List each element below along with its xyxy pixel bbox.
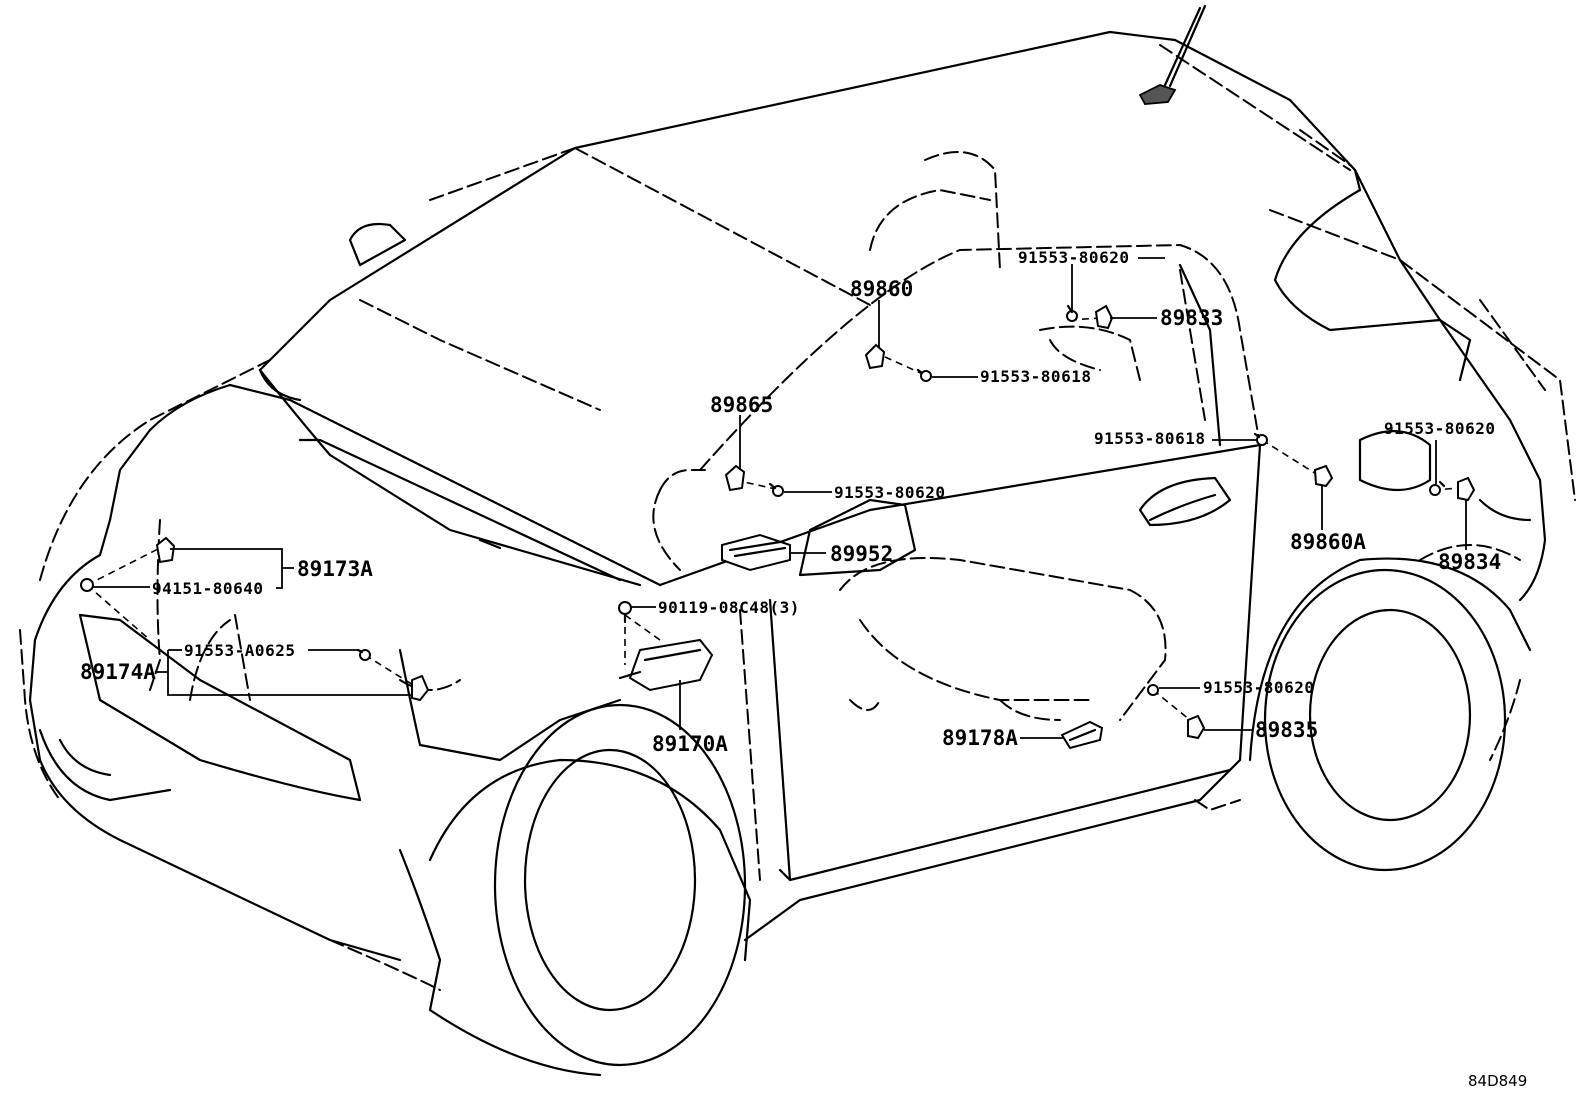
part-icons (80, 304, 1476, 750)
label-89834: 89834 (1438, 550, 1501, 574)
sensor-89173A-icon (155, 536, 176, 564)
diagram-ref-code: 84D849 (1468, 1072, 1527, 1090)
bolt-91553-80618-a-icon (916, 368, 932, 382)
leader-lines (93, 257, 1467, 739)
sensor-89865-icon (724, 464, 746, 492)
bolt-90119-08C48-icon (618, 601, 632, 624)
connector-89178A-icon (1060, 720, 1104, 750)
label-89860: 89860 (850, 277, 913, 301)
nut-94151-80640-icon (80, 578, 94, 592)
part-labels: 89860 91553-80620 89833 91553-80618 8986… (80, 248, 1527, 1090)
sensor-89860-icon (864, 343, 886, 370)
bolt-91553-A0625-icon (356, 648, 371, 661)
vehicle-outline (28, 4, 1547, 1077)
label-91553-80620-top: 91553-80620 (1018, 248, 1129, 267)
label-91553-80618-b: 91553-80618 (1094, 429, 1205, 448)
label-94151-80640: 94151-80640 (152, 579, 263, 598)
label-91553-80620-low: 91553-80620 (1203, 678, 1314, 697)
label-90119-08C48: 90119-08C48(3) (658, 598, 800, 617)
bolt-91553-80620-mid-icon (768, 482, 784, 497)
bolt-91553-80618-b-icon (1253, 432, 1268, 446)
sensor-89174A-icon (411, 674, 430, 702)
label-89835: 89835 (1255, 718, 1318, 742)
sensor-89834-icon (1457, 476, 1476, 502)
label-89952: 89952 (830, 542, 893, 566)
sensor-89860A-icon (1313, 464, 1334, 488)
hidden-lines (19, 44, 1576, 991)
label-89170A: 89170A (652, 732, 728, 756)
bolt-91553-80620-right-icon (1429, 480, 1446, 496)
sensor-89835-icon (1187, 714, 1206, 740)
label-91553-A0625: 91553-A0625 (184, 641, 295, 660)
bolt-91553-80620-top-icon (1066, 304, 1078, 322)
label-89173A: 89173A (297, 557, 373, 581)
label-89833: 89833 (1160, 306, 1223, 330)
module-89952-icon (721, 533, 791, 572)
label-89178A: 89178A (942, 726, 1018, 750)
label-89174A: 89174A (80, 660, 156, 684)
label-91553-80620-right: 91553-80620 (1384, 419, 1495, 438)
label-89860A: 89860A (1290, 530, 1366, 554)
bolt-91553-80620-low-icon (1147, 684, 1159, 696)
label-89865: 89865 (710, 393, 773, 417)
sensor-89833-icon (1094, 304, 1114, 330)
ecu-89170A-icon (618, 638, 714, 692)
label-91553-80618-a: 91553-80618 (980, 367, 1091, 386)
label-91553-80620-mid: 91553-80620 (834, 483, 945, 502)
